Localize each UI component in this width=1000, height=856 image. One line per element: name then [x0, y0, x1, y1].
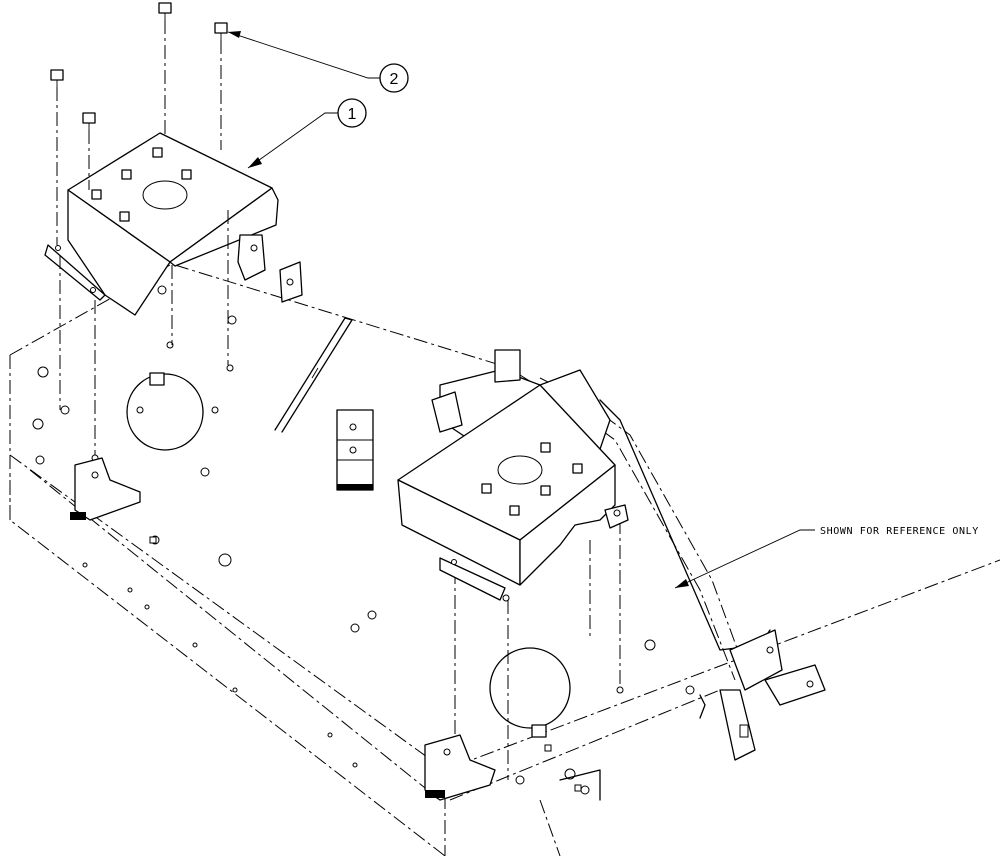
bolt-1 [158, 2, 172, 20]
spindle-opening-right [489, 647, 571, 738]
callout-1-label: 1 [348, 106, 357, 123]
right-frame-rail [559, 399, 826, 801]
front-deck-bracket-left [70, 457, 141, 521]
front-deck-bracket-right [424, 734, 496, 801]
bolt-3 [50, 69, 64, 87]
callout-1: 1 [247, 98, 367, 169]
bolt-2 [214, 22, 228, 40]
bolt-4 [82, 112, 96, 130]
belt-shield-right [397, 349, 629, 602]
bolt-centerlines [56, 20, 621, 780]
bolt-part-2 [50, 2, 228, 130]
deck-edge-holes [82, 562, 358, 768]
reference-note: SHOWN FOR REFERENCE ONLY [674, 526, 979, 589]
reference-note-text: SHOWN FOR REFERENCE ONLY [820, 526, 979, 537]
callout-2-label: 2 [390, 71, 399, 88]
belt-shield-part-1 [44, 132, 279, 316]
deck-holes [32, 285, 695, 795]
callout-2: 2 [227, 31, 409, 93]
left-mount-bracket [237, 234, 303, 303]
idler-pulley-block [336, 409, 374, 491]
spindle-opening-left [126, 372, 204, 451]
